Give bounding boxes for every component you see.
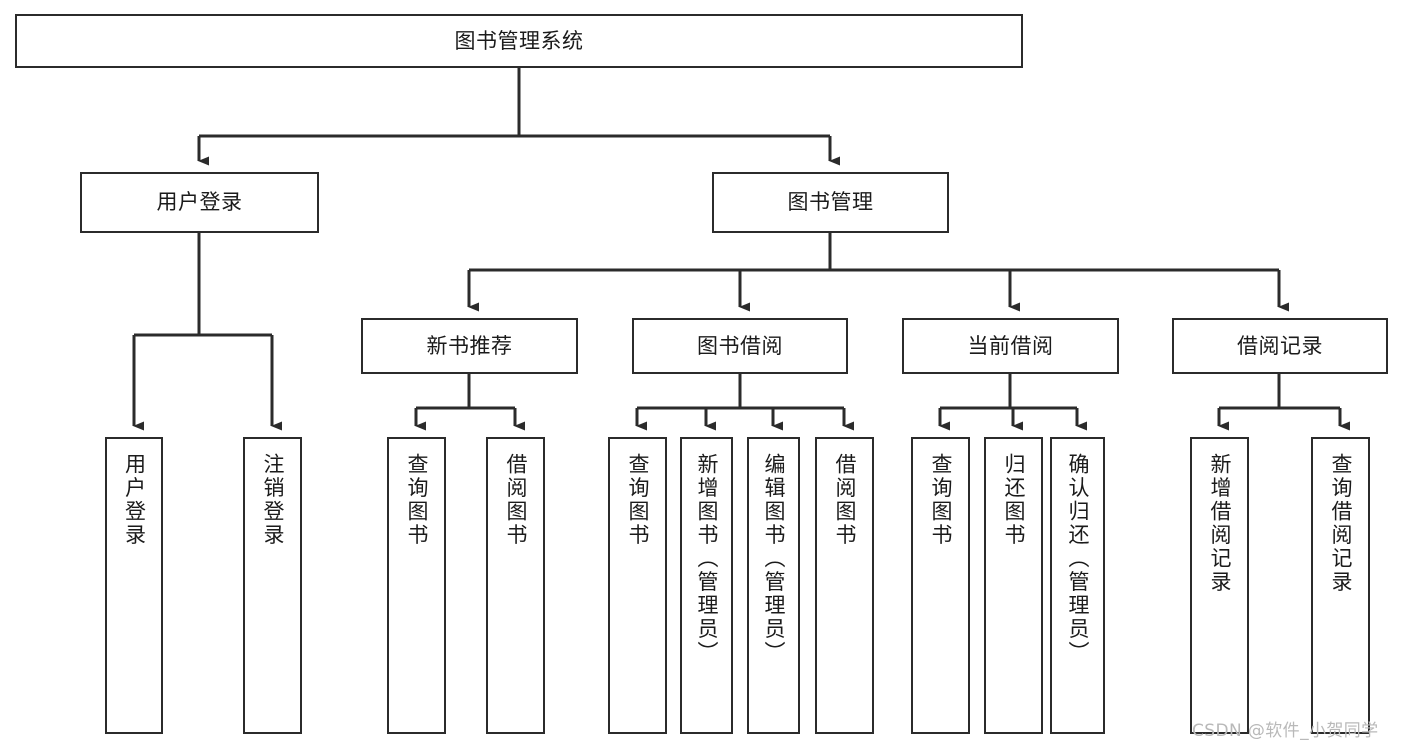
node-level4-9[interactable]: 归还图书 xyxy=(984,437,1043,734)
node-level4-3[interactable]: 借阅图书 xyxy=(486,437,545,734)
node-label: 借阅图书 xyxy=(833,453,857,547)
node-level3-0[interactable]: 新书推荐 xyxy=(361,318,578,374)
node-level4-7[interactable]: 借阅图书 xyxy=(815,437,874,734)
node-label: 确认归还（管理员） xyxy=(1066,453,1090,665)
node-level4-11[interactable]: 新增借阅记录 xyxy=(1190,437,1249,734)
node-label: 新书推荐 xyxy=(426,333,513,358)
node-level2-0[interactable]: 用户登录 xyxy=(80,172,319,233)
node-level4-6[interactable]: 编辑图书（管理员） xyxy=(747,437,800,734)
node-label: 查询图书 xyxy=(405,453,429,547)
node-level4-0[interactable]: 用户登录 xyxy=(105,437,163,734)
node-label: 借阅图书 xyxy=(504,453,528,547)
node-label: 查询图书 xyxy=(929,453,953,547)
node-level2-1[interactable]: 图书管理 xyxy=(712,172,949,233)
node-label: 图书管理系统 xyxy=(454,28,584,53)
node-label: 查询借阅记录 xyxy=(1329,453,1353,594)
node-level4-12[interactable]: 查询借阅记录 xyxy=(1311,437,1370,734)
node-label: 归还图书 xyxy=(1002,453,1026,547)
node-label: 编辑图书（管理员） xyxy=(762,453,786,665)
node-label: 查询图书 xyxy=(626,453,650,547)
node-level3-2[interactable]: 当前借阅 xyxy=(902,318,1119,374)
node-level4-5[interactable]: 新增图书（管理员） xyxy=(680,437,733,734)
node-label: 用户登录 xyxy=(122,453,147,547)
node-label: 当前借阅 xyxy=(967,333,1054,358)
node-label: 用户登录 xyxy=(156,190,243,215)
node-level4-10[interactable]: 确认归还（管理员） xyxy=(1050,437,1105,734)
node-label: 注销登录 xyxy=(261,453,285,547)
node-label: 新增借阅记录 xyxy=(1208,453,1232,594)
node-label: 图书借阅 xyxy=(697,333,783,358)
node-level4-2[interactable]: 查询图书 xyxy=(387,437,446,734)
csdn-watermark: CSDN @软件_小贺同学 xyxy=(1192,721,1379,741)
node-level3-3[interactable]: 借阅记录 xyxy=(1172,318,1388,374)
node-level4-4[interactable]: 查询图书 xyxy=(608,437,667,734)
node-label: 图书管理 xyxy=(787,190,874,215)
node-label: 新增图书（管理员） xyxy=(695,453,719,665)
node-label: 借阅记录 xyxy=(1237,333,1323,358)
node-level4-8[interactable]: 查询图书 xyxy=(911,437,970,734)
node-level3-1[interactable]: 图书借阅 xyxy=(632,318,848,374)
node-level4-1[interactable]: 注销登录 xyxy=(243,437,302,734)
node-root-null[interactable]: 图书管理系统 xyxy=(15,14,1023,68)
